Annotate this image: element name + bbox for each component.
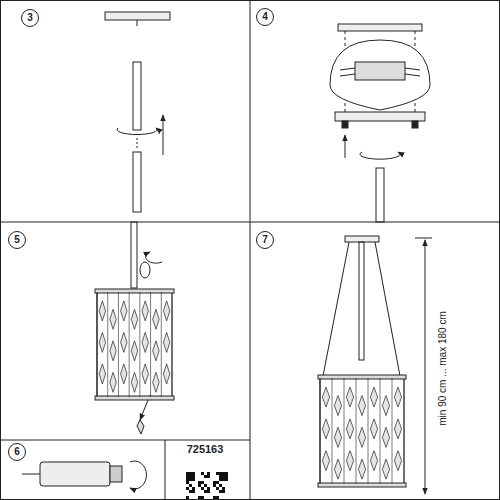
thread — [137, 138, 138, 148]
divider — [0, 440, 250, 441]
dimension-arrow — [425, 240, 426, 494]
socket-cap — [110, 466, 122, 482]
rod — [359, 242, 364, 360]
wires — [340, 68, 420, 76]
bulb — [140, 262, 150, 278]
hook — [137, 20, 138, 26]
qr-code — [186, 472, 228, 499]
dimension-label: min 90 cm ... max 180 cm — [436, 309, 447, 427]
callout-number: 6 — [14, 447, 20, 457]
step-number: 7 — [256, 231, 274, 249]
callout-number: 7 — [262, 235, 268, 245]
rod — [131, 222, 137, 288]
wire — [375, 242, 400, 376]
lamp-drum — [318, 375, 406, 487]
canopy — [335, 112, 425, 121]
up-arrow — [163, 115, 164, 155]
divider — [250, 0, 251, 500]
dimension-tick — [415, 238, 432, 239]
rotate-arrow — [360, 152, 400, 159]
lamp-drum — [95, 289, 174, 400]
turn-arrow — [130, 461, 146, 489]
ceiling-plate — [105, 12, 170, 20]
rotate-arrow — [117, 128, 157, 135]
wire — [22, 474, 40, 475]
step-number: 3 — [21, 9, 39, 27]
rod — [376, 168, 384, 222]
divider — [0, 222, 500, 223]
screw-arrow — [146, 252, 162, 263]
up-arrow — [345, 135, 346, 158]
step-number: 6 — [8, 443, 26, 461]
screw — [412, 121, 418, 128]
rod — [133, 152, 141, 212]
screw — [342, 121, 348, 128]
step-number: 5 — [8, 231, 26, 249]
socket — [40, 462, 110, 486]
article-number: 725163 — [187, 443, 224, 455]
crystal — [137, 420, 144, 434]
wire — [323, 242, 349, 376]
callout-number: 3 — [27, 13, 33, 23]
detail-view — [330, 40, 430, 110]
callout-number: 4 — [262, 12, 268, 22]
callout-number: 5 — [14, 235, 20, 245]
terminal-block — [355, 62, 405, 80]
divider — [165, 440, 166, 500]
mount-bracket — [338, 24, 422, 31]
rod — [133, 62, 141, 130]
step-number: 4 — [256, 8, 274, 26]
canopy — [345, 236, 379, 242]
